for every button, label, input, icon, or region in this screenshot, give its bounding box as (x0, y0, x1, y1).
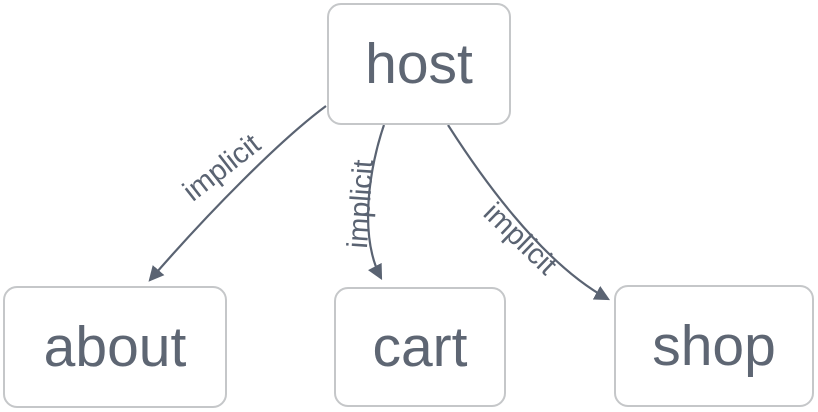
edge-label-host-to-shop: implicit (477, 197, 563, 282)
node-label-host: host (365, 31, 473, 96)
edge-host-to-cart (367, 124, 386, 281)
node-label-about: about (43, 314, 187, 379)
edge-label-host-to-about: implicit (177, 128, 267, 208)
edge-host-to-shop (447, 124, 611, 301)
edge-label-host-to-cart: implicit (342, 159, 380, 250)
node-label-shop: shop (652, 313, 776, 378)
edge-host-to-about (148, 105, 327, 282)
node-label-cart: cart (372, 314, 468, 379)
graph-node-about: about (3, 286, 227, 408)
graph-node-shop: shop (614, 285, 814, 407)
graph-node-host: host (327, 3, 511, 125)
graph-node-cart: cart (334, 287, 506, 407)
